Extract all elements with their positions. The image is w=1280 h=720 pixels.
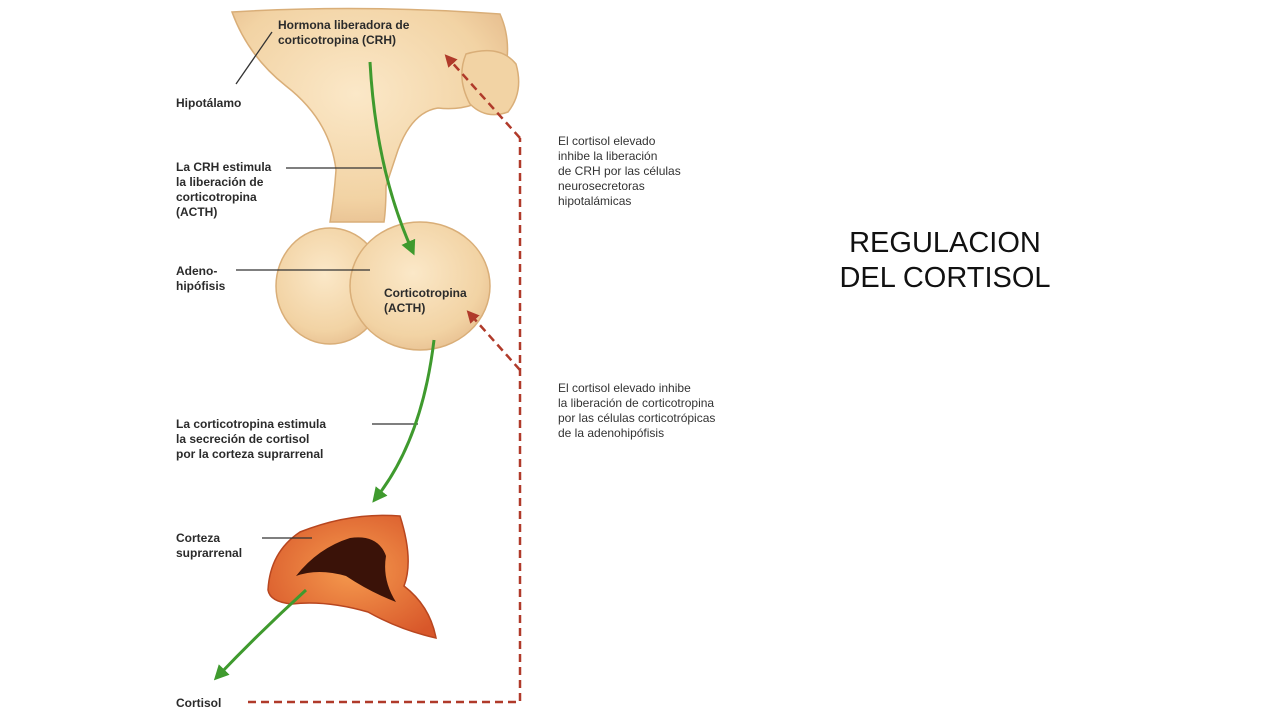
adenohypophysis-label: Adeno- hipófisis [176, 264, 226, 293]
adenohypophysis-tissue [349, 221, 491, 351]
cortisol-release-arrow [213, 588, 308, 681]
crh-stimulates-label: La CRH estimula la liberación de cortico… [176, 160, 272, 219]
crh-inhibition-note: El cortisol elevado inhibe la liberación… [558, 134, 681, 208]
slide-title: REGULACION DEL CORTISOL [839, 227, 1051, 294]
crh-label: Hormona liberadora de corticotropina (CR… [278, 18, 410, 47]
hypothalamus-tissue [230, 7, 520, 223]
acth-label: Corticotropina (ACTH) [384, 286, 467, 315]
hypothalamus-label: Hipotálamo [176, 96, 242, 110]
acth-stimulation-arrow [372, 339, 436, 503]
adrenal-cortex-tissue [267, 514, 437, 639]
feedback-arrow-to-hypothalamus [444, 54, 521, 139]
crh-stimulation-arrow [368, 61, 416, 256]
leader-lines [235, 31, 418, 539]
acth-inhibition-note: El cortisol elevado inhibe la liberación… [558, 381, 716, 440]
acth-stimulates-label: La corticotropina estimula la secreción … [176, 417, 327, 461]
adrenal-cortex-label: Corteza suprarrenal [176, 531, 243, 560]
cortisol-label: Cortisol [176, 696, 222, 710]
